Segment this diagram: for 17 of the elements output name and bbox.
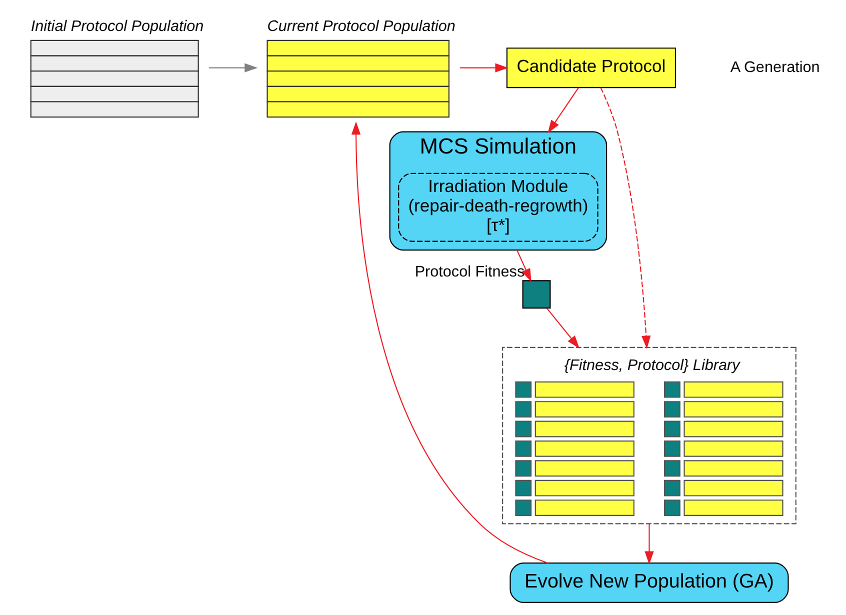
node-label: Protocol Fitness [414, 264, 524, 281]
node-label: Initial Protocol Population [30, 18, 204, 35]
arrow [547, 87, 578, 134]
arrow [600, 87, 650, 349]
label: A Generation [730, 58, 820, 76]
arrow [644, 524, 654, 564]
node-label: Current Protocol Population [266, 18, 455, 35]
node-box: Evolve New Population (GA) [509, 562, 788, 603]
node-box: {Fitness, Protocol} Library [502, 346, 796, 524]
arrow [350, 121, 548, 564]
node-box [522, 280, 550, 309]
arrow [546, 308, 580, 349]
node-box: Irradiation Module (repair-death-regrowth) [τ*] [398, 172, 598, 242]
arrow [208, 63, 258, 72]
arrow [460, 63, 508, 72]
arrow [516, 250, 531, 282]
node-box: Candidate Protocol [506, 48, 676, 88]
